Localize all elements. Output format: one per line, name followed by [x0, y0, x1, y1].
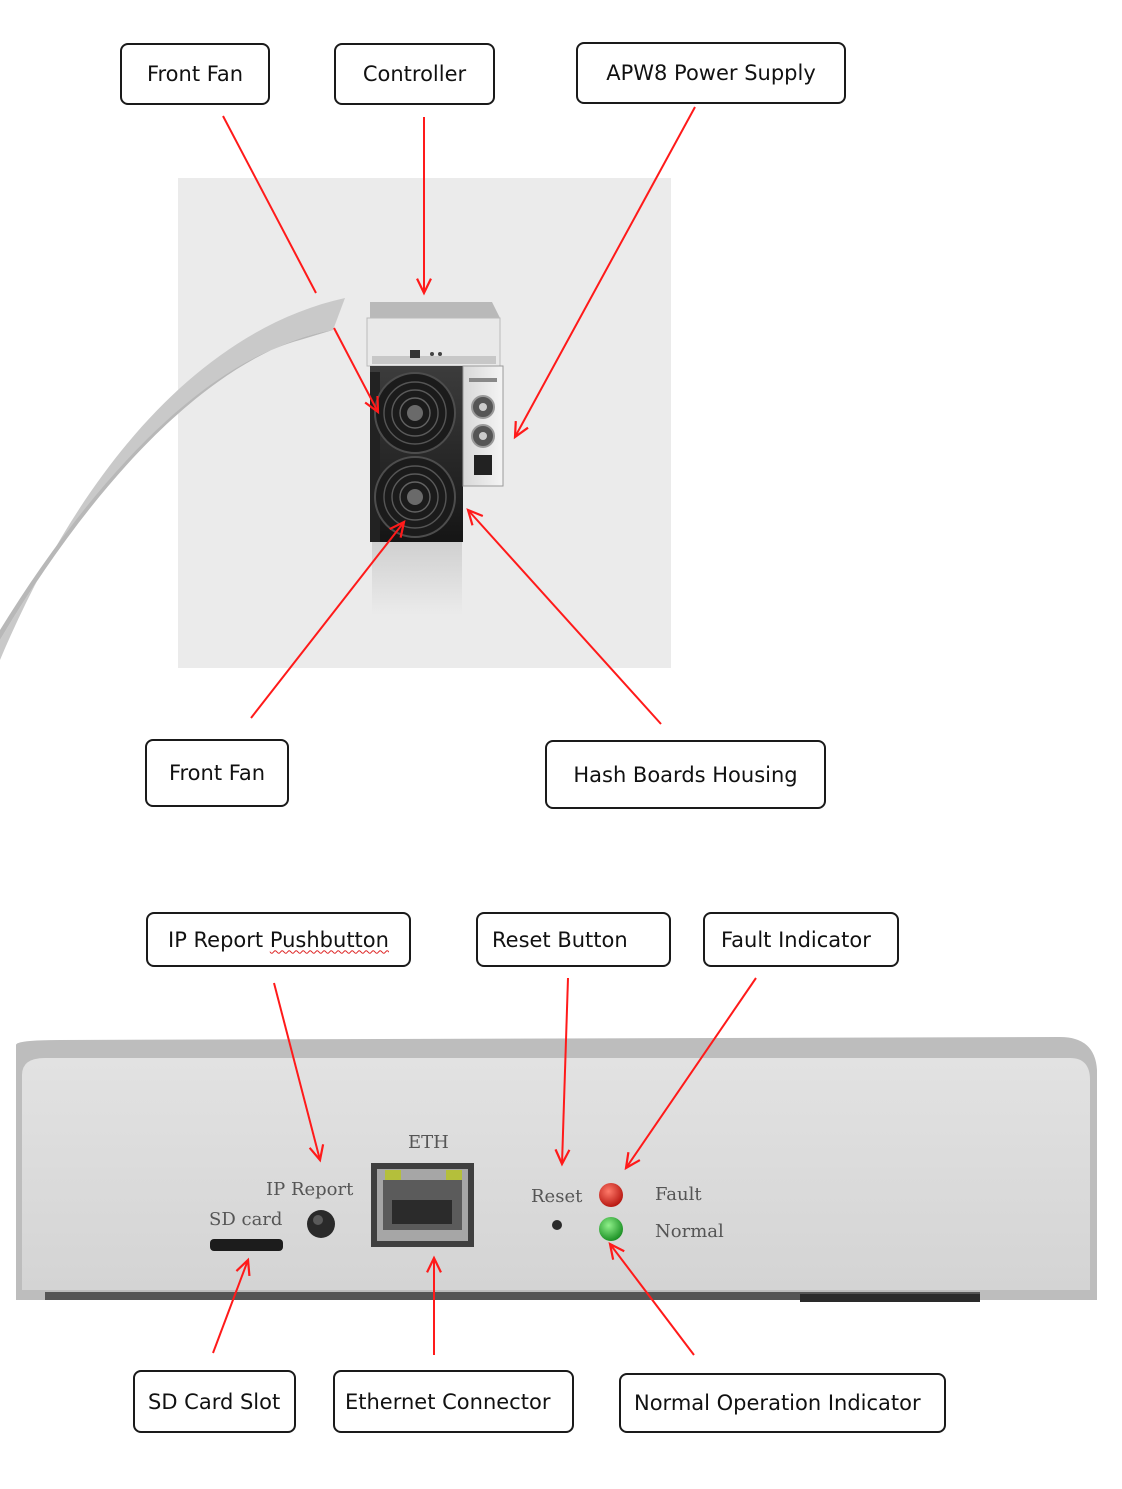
ip-report-button-cap	[307, 1210, 335, 1238]
normal-panel-label: Normal	[655, 1221, 724, 1242]
arrowhead	[554, 1148, 571, 1167]
arrowhead	[608, 1241, 625, 1260]
spellcheck-word: Pushbutton	[269, 927, 389, 952]
arrow-ip-report-pushbutton	[273, 982, 325, 1163]
ip-report-text: IP Report Pushbutton	[168, 927, 389, 952]
callout-ip-report-pushbutton: IP Report Pushbutton	[146, 912, 411, 967]
arrow-front-fan-top	[222, 115, 380, 415]
arrow-hash-boards	[466, 508, 662, 725]
arrowhead	[235, 1257, 251, 1277]
fault-panel-label: Fault	[655, 1184, 702, 1205]
arrowhead	[466, 508, 484, 526]
callout-controller: Controller	[334, 43, 495, 105]
callout-hash-boards-housing: Hash Boards Housing	[545, 740, 826, 809]
arrowhead	[364, 395, 380, 415]
eth-panel-label: ETH	[408, 1132, 449, 1153]
callout-ethernet-connector: Ethernet Connector	[333, 1370, 574, 1433]
arrowhead	[624, 1152, 641, 1171]
arrowhead	[389, 520, 406, 538]
sd-card-slot-opening	[210, 1239, 283, 1251]
arrow-ethernet-connector	[426, 1255, 442, 1355]
arrowhead	[416, 278, 432, 296]
ethernet-port	[371, 1163, 474, 1247]
normal-led	[599, 1217, 623, 1241]
callout-sd-card-slot: SD Card Slot	[133, 1370, 296, 1433]
arrow-apw8-power-supply	[513, 106, 696, 440]
arrowhead	[308, 1144, 325, 1163]
arrow-fault-indicator	[624, 977, 757, 1171]
controller-front-panel: ETH IP Report SD card Reset Fault Normal	[16, 1037, 1097, 1302]
front-fan-lower	[374, 456, 456, 538]
front-fan-upper	[374, 372, 456, 454]
reset-pinhole	[552, 1220, 562, 1230]
callout-reset-button: Reset Button	[476, 912, 671, 967]
callout-fault-indicator: Fault Indicator	[703, 912, 899, 967]
arrow-front-fan-bottom	[250, 520, 406, 719]
arrowhead	[426, 1255, 442, 1273]
arrow-reset-button	[554, 977, 571, 1167]
reset-panel-label: Reset	[531, 1186, 583, 1207]
power-supply-unit	[462, 365, 504, 487]
callout-apw8-power-supply: APW8 Power Supply	[576, 42, 846, 104]
arrow-sd-card-slot	[212, 1257, 251, 1354]
arrowhead	[513, 420, 529, 440]
fault-led	[599, 1183, 623, 1207]
arrow-controller	[416, 117, 432, 296]
miner-device	[366, 302, 504, 542]
decorative-swoosh	[0, 298, 345, 660]
callout-arrows	[212, 106, 757, 1356]
ip-report-pushbutton-text: IP Report Pushbutton	[168, 928, 389, 952]
miner-reflection	[372, 540, 462, 615]
callout-front-fan-bottom: Front Fan	[145, 739, 289, 807]
decorative-swoosh-shadow	[0, 330, 333, 640]
ip-report-panel-label: IP Report	[266, 1179, 354, 1200]
arrow-normal-indicator	[608, 1241, 695, 1356]
callout-normal-operation-indicator: Normal Operation Indicator	[619, 1373, 946, 1433]
callout-front-fan-top: Front Fan	[120, 43, 270, 105]
sd-card-panel-label: SD card	[209, 1209, 282, 1230]
